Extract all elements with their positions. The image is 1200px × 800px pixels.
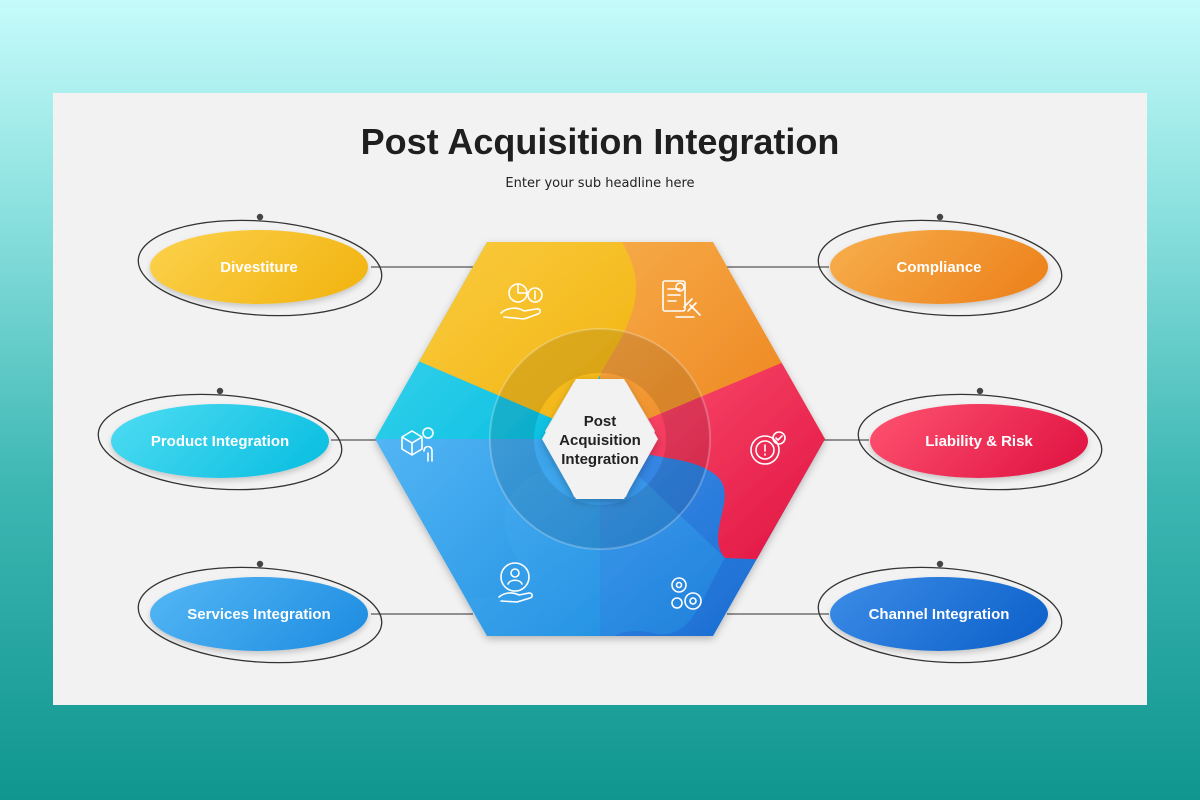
pill-orbit-rings	[97, 219, 1103, 664]
channel-integration-pill[interactable]: Channel Integration	[830, 577, 1048, 651]
slide: Post Acquisition Integration Enter your …	[53, 93, 1147, 705]
hand-user-refresh-icon	[498, 562, 533, 603]
pie-chart-coin-hand-icon	[500, 283, 543, 320]
page-title: Post Acquisition Integration	[360, 121, 840, 162]
product-integration-pill[interactable]: Product Integration	[111, 404, 329, 478]
box-gear-touch-icon	[401, 427, 434, 462]
gears-icon	[671, 577, 702, 610]
gear-warning-check-icon	[750, 431, 786, 465]
connector-lines	[331, 266, 869, 615]
divestiture-pill[interactable]: Divestiture	[150, 230, 368, 304]
page-subtitle: Enter your sub headline here	[505, 176, 695, 191]
orbit-dots	[216, 213, 984, 568]
center-label: Post Acquisition Integration	[541, 412, 659, 469]
center-label-line: Integration	[561, 451, 639, 468]
liability-risk-pill[interactable]: Liability & Risk	[870, 404, 1088, 478]
center-label-line: Post	[583, 413, 617, 430]
center-label-line: Acquisition	[559, 432, 641, 449]
diagram-graphics	[97, 213, 1103, 664]
compliance-pill[interactable]: Compliance	[830, 230, 1048, 304]
document-gavel-icon	[662, 280, 701, 318]
services-integration-pill[interactable]: Services Integration	[150, 577, 368, 651]
